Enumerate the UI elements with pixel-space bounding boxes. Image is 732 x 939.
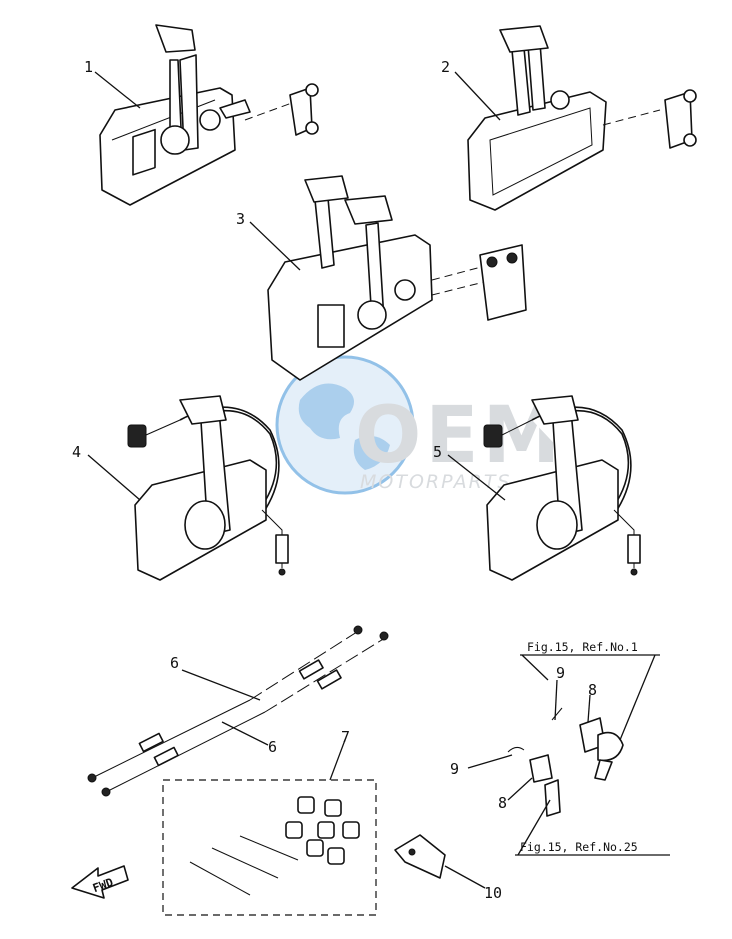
fig-ref-lines [515,654,670,856]
callout-6a: 6 [170,654,179,672]
bracket-10 [394,834,446,879]
watermark-logo: OEM MOTORPARTS [275,355,564,495]
control-box-1 [99,24,319,206]
leader-lines [87,71,591,889]
callout-9b: 9 [450,760,459,778]
control-box-2 [467,25,697,211]
callout-1: 1 [84,58,93,76]
watermark-brand: OEM [355,391,564,481]
watermark-subtitle: MOTORPARTS [360,471,512,493]
callout-6b: 6 [268,738,277,756]
callout-8b: 8 [498,794,507,812]
callout-2: 2 [441,58,450,76]
callout-3: 3 [236,210,245,228]
control-cables-6 [87,625,389,797]
callout-10: 10 [484,884,502,902]
callout-4: 4 [72,443,81,461]
small-parts-group [507,707,624,817]
fwd-arrow: FWD [71,865,129,899]
fig-ref-upper: Fig.15, Ref.No.1 [527,640,638,654]
fig-ref-lower: Fig.15, Ref.No.25 [520,840,638,854]
control-box-3 [267,175,527,381]
callout-7: 7 [341,728,350,746]
fwd-arrow-label: FWD [91,875,115,895]
remote-box-5 [483,395,641,581]
callout-labels: 1 2 3 4 5 6 6 7 8 8 9 9 10 [72,58,597,902]
remote-box-4 [127,395,289,581]
hardware-kit-7 [162,779,377,916]
callout-5: 5 [433,443,442,461]
callout-9a: 9 [556,664,565,682]
callout-8a: 8 [588,681,597,699]
